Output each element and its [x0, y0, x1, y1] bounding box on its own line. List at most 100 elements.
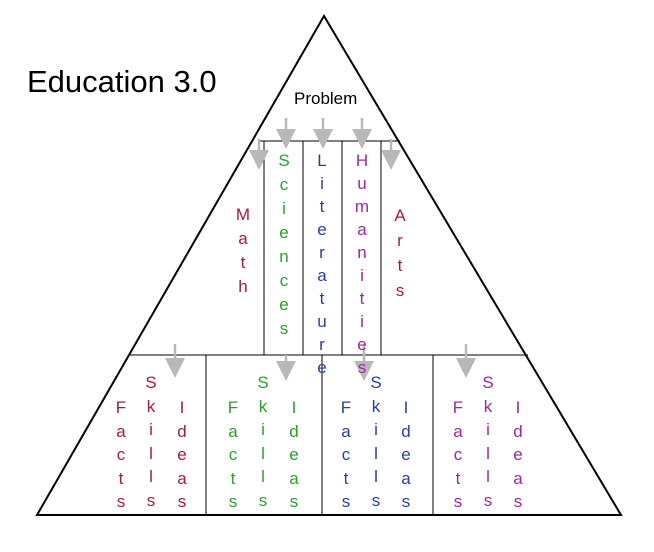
letter: t	[118, 468, 124, 488]
letter: A	[394, 206, 406, 225]
letter: m	[354, 197, 370, 216]
letter: k	[146, 396, 156, 416]
letter: i	[149, 420, 153, 439]
letter: l	[486, 467, 490, 486]
letter: t	[319, 289, 325, 308]
letter: s	[116, 492, 126, 511]
letter: d	[289, 421, 299, 441]
letter: i	[486, 420, 490, 439]
letter: t	[397, 256, 403, 275]
letter: k	[483, 396, 493, 416]
letter: S	[482, 373, 494, 392]
letter: I	[179, 398, 185, 417]
letter: i	[360, 312, 364, 331]
pyramid-outline	[35, 14, 623, 516]
letter: s	[513, 492, 523, 511]
letter: l	[374, 467, 378, 486]
letter: s	[371, 490, 381, 510]
letter: e	[401, 445, 411, 464]
letter: l	[486, 443, 490, 463]
letter: s	[341, 492, 351, 511]
letter: t	[455, 468, 461, 488]
letter: a	[453, 421, 463, 441]
letter: i	[320, 174, 324, 193]
letter: l	[261, 443, 265, 463]
letter: r	[319, 335, 325, 354]
letter: a	[401, 468, 411, 488]
letter: a	[116, 421, 126, 441]
diagram-title: Education 3.0	[27, 64, 217, 99]
letter: e	[177, 445, 187, 464]
letter: S	[278, 151, 290, 170]
letter: k	[371, 396, 381, 416]
letter: e	[357, 335, 367, 354]
letter: a	[177, 468, 187, 488]
letter: l	[149, 467, 153, 486]
letter: t	[230, 468, 236, 488]
letter: e	[279, 295, 289, 314]
letter: s	[483, 490, 493, 510]
letter: i	[282, 199, 286, 218]
letter: s	[146, 490, 156, 510]
letter: d	[177, 421, 187, 441]
letter: I	[291, 398, 297, 417]
letter: a	[317, 266, 327, 285]
letter: i	[374, 420, 378, 439]
letter: a	[228, 421, 238, 441]
letter: s	[453, 492, 463, 511]
letter: s	[289, 492, 299, 511]
letter: c	[341, 445, 351, 464]
letter: S	[257, 373, 269, 392]
letter: l	[149, 443, 153, 463]
letter: a	[238, 229, 248, 248]
letter: I	[403, 398, 409, 417]
letter: l	[374, 443, 378, 463]
letter: a	[341, 421, 351, 441]
letter: S	[145, 373, 157, 392]
letter: k	[258, 396, 268, 416]
letter: a	[357, 220, 367, 239]
letter: c	[279, 271, 289, 290]
letter: h	[238, 277, 248, 296]
letter: s	[357, 358, 367, 377]
letter: M	[235, 205, 251, 224]
letter: t	[319, 197, 325, 216]
letter: t	[343, 468, 349, 488]
letter: r	[397, 231, 403, 250]
problem-label: Problem	[294, 89, 358, 108]
letter: F	[227, 398, 239, 417]
letter: I	[515, 398, 521, 417]
letter: e	[513, 445, 523, 464]
letter: a	[513, 468, 523, 488]
letter: e	[289, 445, 299, 464]
letter: r	[319, 243, 325, 262]
letter: s	[177, 492, 187, 511]
letter: s	[401, 492, 411, 511]
letter: u	[357, 174, 367, 193]
letter: e	[317, 220, 327, 239]
letter: d	[513, 421, 523, 441]
letter: H	[355, 151, 369, 170]
letter: F	[115, 398, 127, 417]
letter: F	[452, 398, 464, 417]
letter: s	[395, 281, 405, 300]
base-arrows	[165, 344, 476, 381]
letter: c	[453, 445, 463, 464]
